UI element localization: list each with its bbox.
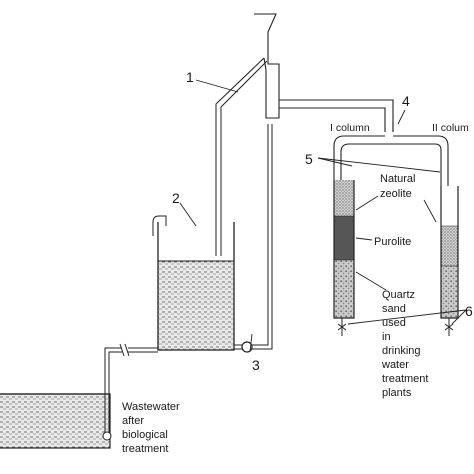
- label-4: 4: [402, 93, 410, 109]
- quartz-label-line: used: [382, 317, 406, 329]
- label-1: 1: [186, 69, 194, 85]
- pump-line: [234, 124, 273, 350]
- wastewater-label-line: treatment: [122, 443, 168, 455]
- natural-label: Natural: [380, 173, 415, 185]
- column-manifold: [333, 135, 449, 186]
- quartz-label-line: drinking: [382, 345, 421, 357]
- column-2-label: II colum: [432, 122, 469, 134]
- column-1-label: I column: [330, 122, 370, 134]
- quartz-label-line: Quartz: [382, 289, 415, 301]
- distribution-header: [254, 13, 394, 132]
- pump: [241, 341, 253, 353]
- quartz-label-line: water: [381, 359, 409, 371]
- label-5: 5: [305, 151, 313, 167]
- return-pipe: [215, 57, 268, 256]
- wastewater-basin: [0, 393, 111, 449]
- wastewater-label-line: Wastewater: [122, 401, 180, 413]
- quartz-label-line: sand: [382, 303, 406, 315]
- label-2: 2: [172, 190, 180, 206]
- pipe-break-symbol: [119, 343, 130, 357]
- purolite-label: Purolite: [374, 236, 411, 248]
- quartz-label-line: in: [382, 331, 391, 343]
- zeolite-label: zeolite: [380, 188, 412, 200]
- quartz-label-line: plants: [382, 387, 412, 399]
- inlet-pipe-end: [102, 431, 112, 441]
- leader-lines: [179, 79, 467, 353]
- column-1: [333, 180, 355, 336]
- label-3: 3: [252, 357, 260, 373]
- wastewater-label-line: biological: [122, 429, 168, 441]
- labels: 1 2 3 4 5 6 I column II colum Natural ze…: [122, 69, 473, 455]
- inlet-pipe: [104, 347, 158, 436]
- storage-tank: [152, 215, 235, 351]
- label-6: 6: [465, 303, 473, 319]
- column-2: [440, 186, 459, 336]
- quartz-label-line: treatment: [382, 373, 428, 385]
- wastewater-label-line: after: [122, 415, 144, 427]
